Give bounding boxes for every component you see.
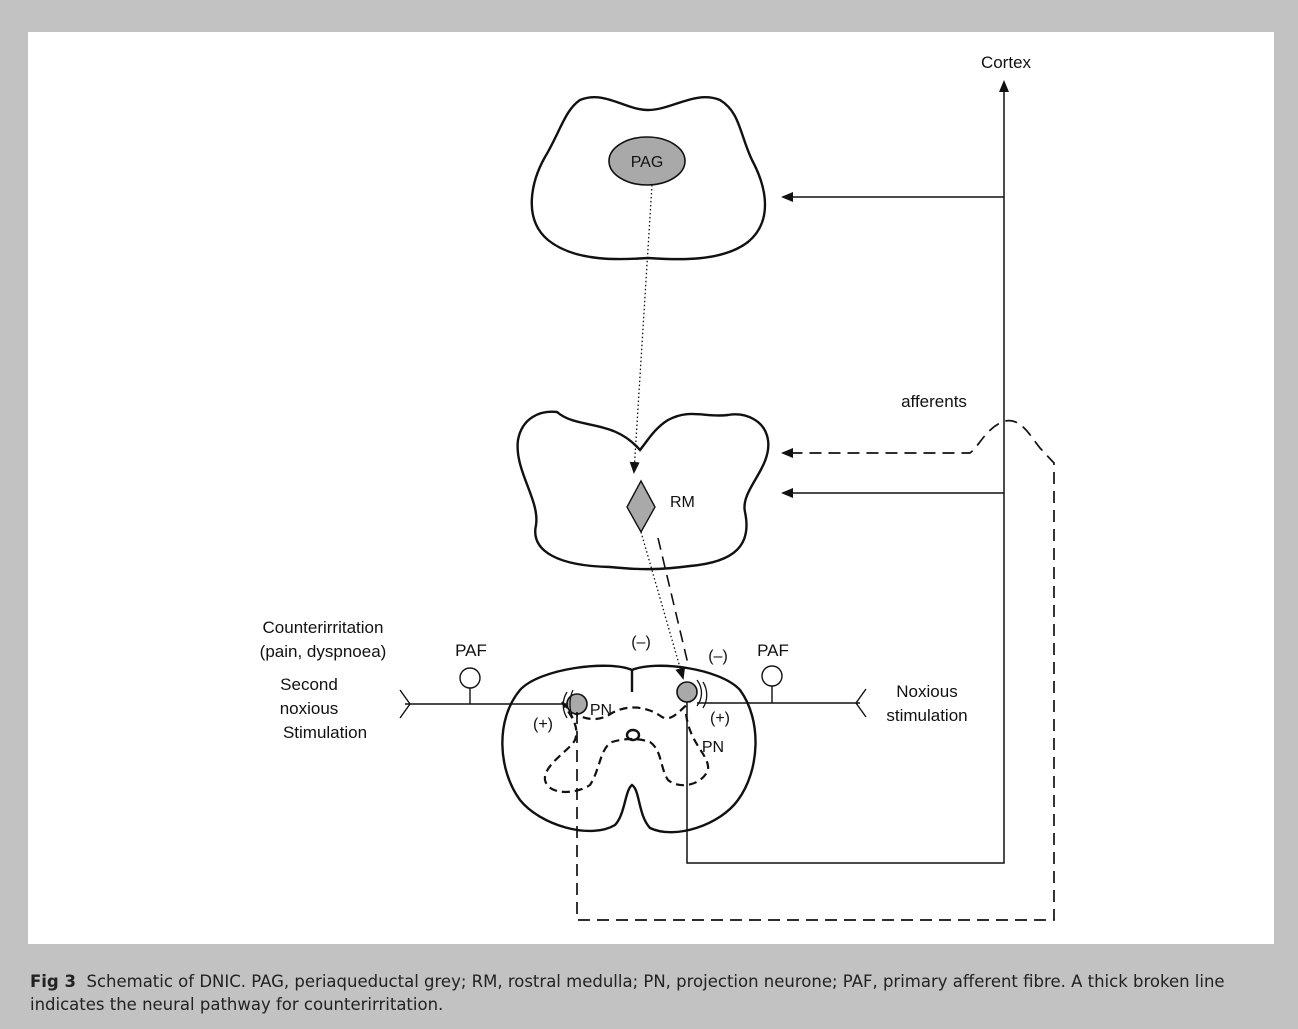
diagram-panel: PAG RM xyxy=(28,32,1274,944)
figure-number: Fig 3 xyxy=(30,972,76,991)
ascending-tract-to-cortex xyxy=(687,82,1004,863)
inhibition-mid-label: (–) xyxy=(631,634,651,651)
dnic-diagram: PAG RM xyxy=(28,32,1274,944)
grey-matter-outline xyxy=(545,702,708,792)
pn-left-label: PN xyxy=(590,702,612,719)
second-stimulation-line1: Second xyxy=(280,675,338,694)
paf-left-label: PAF xyxy=(455,641,487,660)
counterirritation-descending xyxy=(658,538,688,664)
central-canal xyxy=(627,730,639,740)
inhibition-right-label: (–) xyxy=(708,648,728,665)
figure-caption: Fig 3 Schematic of DNIC. PAG, periaquedu… xyxy=(30,970,1270,1016)
rm-label: RM xyxy=(670,494,695,511)
pn-right-label: PN xyxy=(702,739,724,756)
counterirritation-label: Counterirritation xyxy=(263,618,384,637)
cortex-label: Cortex xyxy=(981,53,1032,72)
right-paf-soma xyxy=(762,666,782,686)
projection-neurone-right xyxy=(677,682,697,702)
left-paf-soma xyxy=(460,668,480,688)
noxious-label-line1: Noxious xyxy=(896,682,957,701)
pag-to-rm-pathway xyxy=(634,185,652,472)
noxious-label-line2: stimulation xyxy=(886,706,967,725)
synapse-marks-right xyxy=(697,680,707,708)
excitation-left-label: (+) xyxy=(533,716,553,733)
paf-right-label: PAF xyxy=(757,641,789,660)
counterirritation-sublabel: (pain, dyspnoea) xyxy=(260,642,387,661)
afferents-label: afferents xyxy=(901,392,967,411)
caption-text: Schematic of DNIC. PAG, periaqueductal g… xyxy=(30,972,1225,1014)
rm-to-spinal-pathway xyxy=(641,532,683,678)
excitation-right-label: (+) xyxy=(710,710,730,727)
second-stimulation-line3: Stimulation xyxy=(283,723,367,742)
second-stimulation-line2: noxious xyxy=(280,699,339,718)
rm-nucleus xyxy=(627,481,655,532)
pag-label: PAG xyxy=(631,154,664,171)
